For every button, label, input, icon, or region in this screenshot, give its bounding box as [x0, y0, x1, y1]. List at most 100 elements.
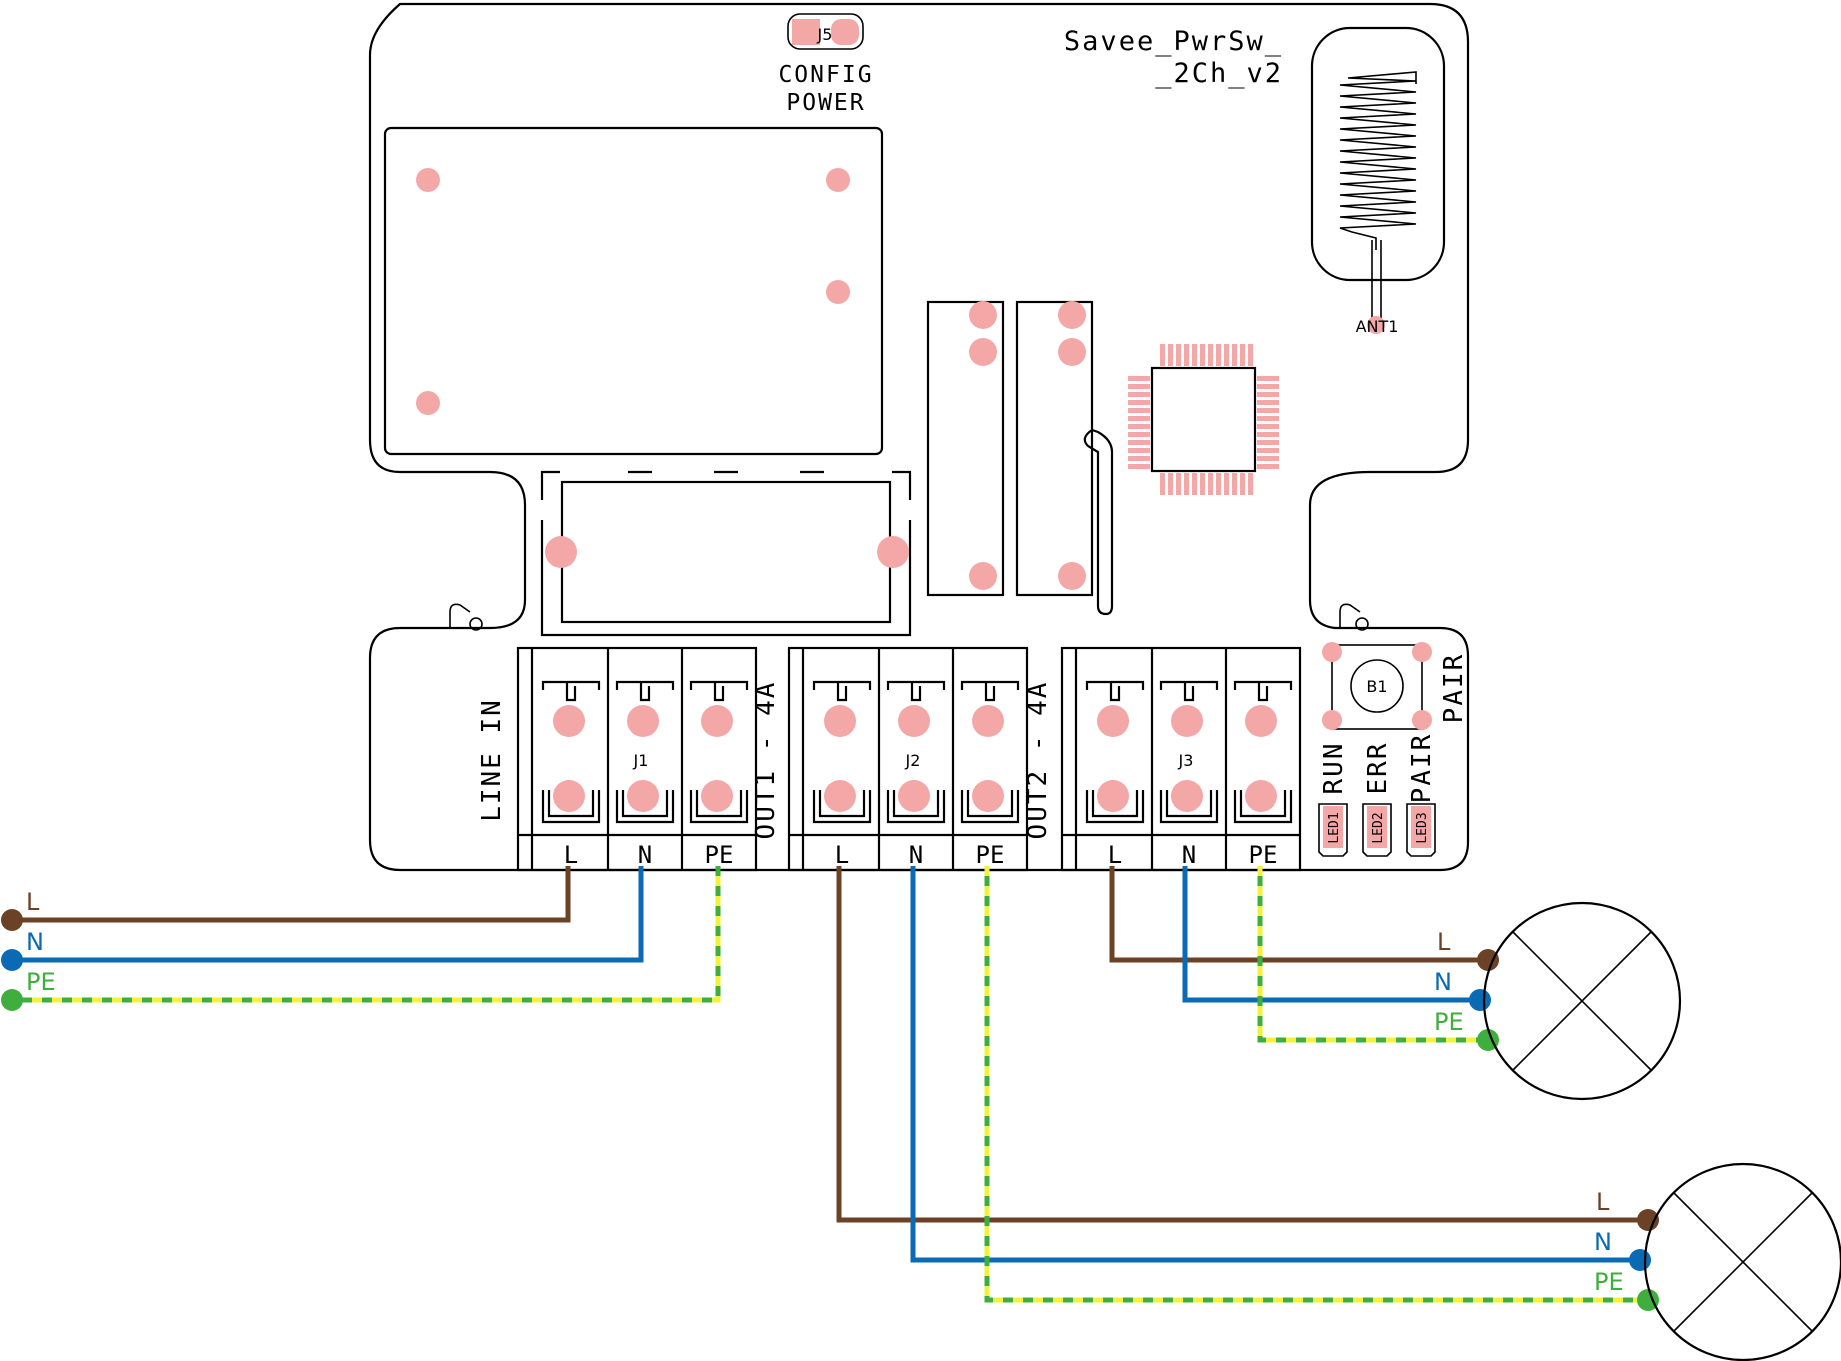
mounting-hole-right	[1339, 603, 1369, 631]
board-title-line2: _2Ch_v2	[1155, 58, 1283, 89]
relay-2	[1015, 300, 1114, 616]
terminal-label: L	[564, 841, 578, 869]
terminal-label: N	[909, 841, 923, 869]
mcu-pin-left	[1128, 424, 1150, 429]
lamp2-label-pe: PE	[1594, 1268, 1624, 1296]
mcu-pin-left	[1128, 456, 1150, 461]
led-ref: LED3	[1415, 812, 1430, 843]
pcb-outline	[368, 2, 1470, 872]
line-in-wire-pe	[12, 866, 721, 1003]
wire-end-dot	[1, 989, 23, 1011]
terminal-pad-top	[1245, 705, 1277, 737]
mcu-pin-top	[1176, 344, 1181, 366]
mcu-pin-right	[1257, 424, 1279, 429]
mcu-pin-left	[1128, 392, 1150, 397]
lamp2-label-l: L	[1596, 1188, 1610, 1216]
terminal-pad-top	[1097, 705, 1129, 737]
mcu-pin-left	[1128, 376, 1150, 381]
mcu-pin-left	[1128, 408, 1150, 413]
mcu-pin-bottom	[1240, 473, 1245, 495]
terminal-pad-top	[898, 705, 930, 737]
mcu-pin-bottom	[1248, 473, 1253, 495]
lamp1-label-n: N	[1434, 968, 1452, 996]
mcu-pin-left	[1128, 416, 1150, 421]
mcu-pin-top	[1232, 344, 1237, 366]
terminal-label: PE	[705, 841, 734, 869]
terminal-pad-top	[553, 705, 585, 737]
wire-end-dot	[1469, 989, 1491, 1011]
terminal-pad-bottom	[701, 780, 733, 812]
mcu-pin-left	[1128, 448, 1150, 453]
lamp2-wire-l	[836, 866, 1648, 1223]
mcu-pin-bottom	[1192, 473, 1197, 495]
mcu-pin-right	[1257, 416, 1279, 421]
line-in-label-l: L	[26, 888, 40, 916]
pair-button: B1	[1322, 642, 1432, 730]
config-power-jumper: J5	[787, 13, 864, 50]
mcu-pin-top	[1208, 344, 1213, 366]
lamp1-wire-n	[1182, 866, 1480, 1003]
mcu-pin-top	[1168, 344, 1173, 366]
mcu-pin-top	[1240, 344, 1245, 366]
mcu-chip	[1128, 344, 1279, 495]
line-in-wire-l	[12, 866, 571, 923]
lamp1-wire-pe	[1257, 866, 1488, 1043]
terminal-pad-bottom	[1245, 780, 1277, 812]
mcu-pin-left	[1128, 384, 1150, 389]
led-label: RUN	[1319, 742, 1349, 795]
mounting-hole-left	[449, 603, 483, 631]
terminal-label: N	[1182, 841, 1196, 869]
wire-end-dot	[1, 909, 23, 931]
wires	[1, 866, 1659, 1311]
terminal-pad-bottom	[553, 780, 585, 812]
line-in-label-n: N	[26, 928, 44, 956]
lamp-2	[1643, 1162, 1841, 1361]
terminal-label: PE	[976, 841, 1005, 869]
mcu-pin-right	[1257, 400, 1279, 405]
mcu-pin-top	[1160, 344, 1165, 366]
mcu-pin-right	[1257, 376, 1279, 381]
terminal-pad-bottom	[1097, 780, 1129, 812]
terminal-pad-top	[1171, 705, 1203, 737]
board-title-line1: Savee_PwrSw_	[1064, 26, 1283, 57]
terminal-label: N	[638, 841, 652, 869]
terminal-pad-top	[824, 705, 856, 737]
mcu-pin-bottom	[1168, 473, 1173, 495]
fuse-holder	[540, 470, 912, 637]
terminal-label: PE	[1249, 841, 1278, 869]
mcu-pin-left	[1128, 400, 1150, 405]
mcu-pin-right	[1257, 408, 1279, 413]
power-module	[383, 126, 884, 456]
mcu-pin-top	[1248, 344, 1253, 366]
wire-end-dot	[1, 949, 23, 971]
mcu-pin-top	[1224, 344, 1229, 366]
lamp1-label-l: L	[1437, 928, 1451, 956]
mcu-pin-bottom	[1232, 473, 1237, 495]
terminal-pad-top	[701, 705, 733, 737]
terminal-pad-bottom	[627, 780, 659, 812]
mcu-pin-top	[1200, 344, 1205, 366]
mcu-pin-right	[1257, 448, 1279, 453]
mcu-pin-right	[1257, 464, 1279, 469]
mcu-pin-right	[1257, 456, 1279, 461]
lamp1-wire-l	[1109, 866, 1488, 963]
mcu-pin-right	[1257, 440, 1279, 445]
mcu-pin-right	[1257, 384, 1279, 389]
mcu-pin-bottom	[1176, 473, 1181, 495]
terminal-block-ref: J3	[1178, 751, 1194, 770]
terminal-block-side-label: OUT1 - 4A	[751, 681, 781, 840]
relay-1	[926, 300, 1005, 597]
mcu-pin-bottom	[1208, 473, 1213, 495]
jumper-label-config: CONFIG	[778, 62, 873, 88]
mcu-pin-right	[1257, 432, 1279, 437]
lamp-1	[1482, 901, 1682, 1101]
mcu-pin-top	[1184, 344, 1189, 366]
